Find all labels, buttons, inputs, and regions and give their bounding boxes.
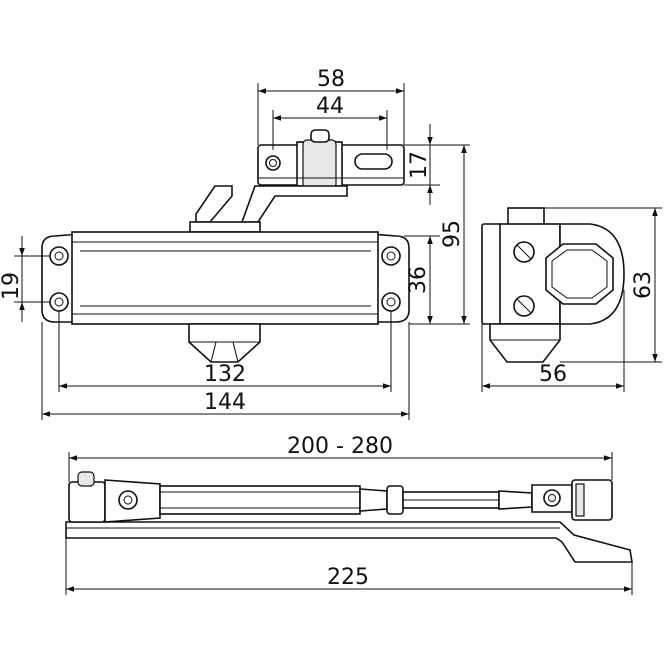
dimension-lines [19, 88, 658, 592]
dim-200-280-label: 200 - 280 [287, 434, 393, 459]
dim-63-label: 63 [631, 271, 656, 299]
dimension-labels: 58 44 17 95 36 19 132 144 63 56 200 - 28… [0, 67, 656, 590]
dim-36-label: 36 [406, 266, 431, 294]
dim-58-label: 58 [317, 67, 345, 92]
dim-144-label: 144 [204, 390, 246, 415]
dim-19-label: 19 [0, 272, 24, 300]
closer-body [41, 231, 410, 363]
dim-132-label: 132 [204, 362, 246, 387]
dim-56-label: 56 [539, 362, 567, 387]
side-view [481, 207, 625, 363]
arm-assembly-view [65, 471, 633, 563]
dim-225-label: 225 [327, 565, 369, 590]
dim-95-label: 95 [440, 220, 465, 248]
linkage-arm [189, 185, 348, 233]
dim-17-label: 17 [407, 151, 432, 179]
dim-44-label: 44 [316, 94, 344, 119]
arm-bracket [257, 129, 405, 189]
front-view [41, 129, 410, 363]
